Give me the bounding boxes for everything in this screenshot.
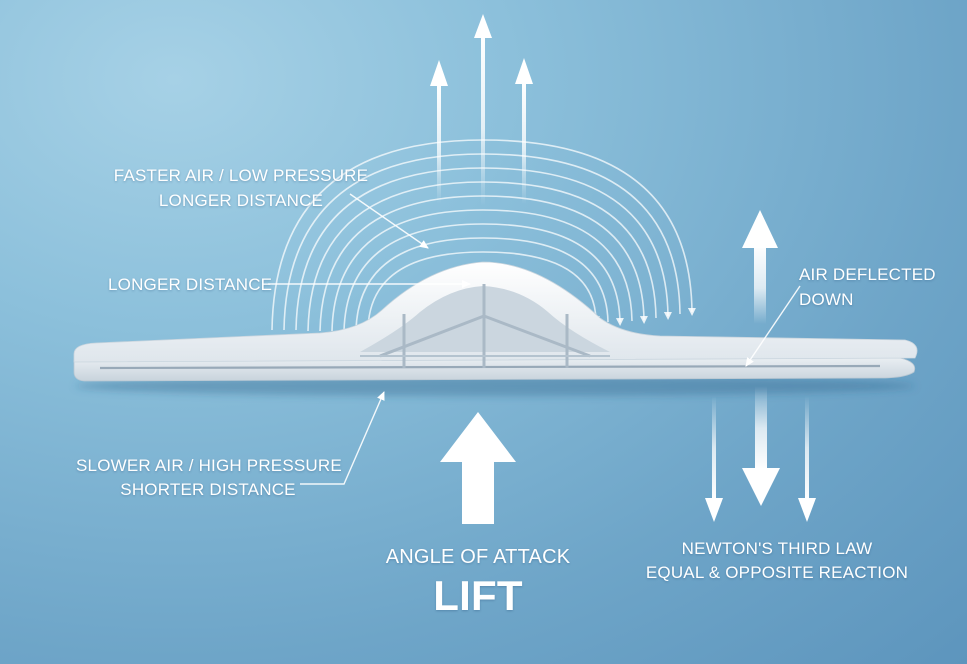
airflow-arcs: [271, 139, 696, 332]
lift-label: LIFT: [433, 572, 523, 619]
air-deflected-line-1: AIR DEFLECTED: [799, 265, 936, 284]
arrow-down-icon: [798, 498, 816, 522]
arrow-up-icon: [430, 60, 448, 86]
slower-air-label: SLOWER AIR / HIGH PRESSURE SHORTER DISTA…: [76, 454, 342, 502]
upward-air-arrows: [430, 14, 533, 206]
reaction-up-shaft: [754, 244, 766, 324]
slower-air-line-2: SHORTER DISTANCE: [120, 480, 296, 499]
wing-truss: [379, 284, 591, 368]
up-arrow-shaft-3: [522, 82, 526, 204]
airflow-arc-4: [307, 181, 657, 332]
faster-air-line-2: LONGER DISTANCE: [158, 191, 324, 210]
airflow-arc-6: [331, 209, 633, 332]
leader-faster-air: [349, 193, 429, 249]
newton-line-2: EQUAL & OPPOSITE REACTION: [645, 563, 909, 582]
air-deflected-label: AIR DEFLECTED DOWN: [799, 262, 949, 312]
downward-air-arrows: [705, 386, 816, 522]
airflow-arc-2: [283, 153, 681, 331]
newton-line-1: NEWTON'S THIRD LAW: [681, 539, 873, 558]
longer-distance-label: LONGER DISTANCE: [108, 274, 273, 296]
leader-air-deflected: [745, 285, 801, 367]
reaction-up-arrow: [742, 210, 778, 324]
leader-lines: [268, 193, 801, 485]
arrow-up-icon: [474, 14, 492, 38]
arrow-down-icon: [742, 468, 780, 506]
arrow-up-icon: [515, 58, 533, 84]
faster-air-line-1: FASTER AIR / LOW PRESSURE: [113, 166, 369, 185]
airflow-arc-5: [319, 195, 648, 332]
airflow-arc-1: [271, 139, 696, 331]
faster-air-label: FASTER AIR / LOW PRESSURE LONGER DISTANC…: [112, 163, 370, 213]
leader-slower-air: [300, 391, 385, 485]
airflow-arc-3: [295, 167, 672, 331]
arrow-down-icon: [705, 498, 723, 522]
airflow-arc-8: [355, 237, 609, 331]
down-arrow-shaft-1: [712, 396, 716, 500]
newton-label: NEWTON'S THIRD LAW EQUAL & OPPOSITE REAC…: [640, 537, 914, 585]
slower-air-line-1: SLOWER AIR / HIGH PRESSURE: [76, 456, 342, 475]
wing-lower-slab: [73, 357, 916, 382]
airflow-arc-7: [343, 223, 624, 332]
up-arrow-shaft-1: [437, 84, 441, 204]
wing: [73, 261, 918, 382]
lift-arrow-icon: [440, 412, 516, 524]
airflow-arc-9: [367, 251, 600, 329]
arrow-up-icon: [742, 210, 778, 248]
longer-distance-text: LONGER DISTANCE: [108, 275, 273, 294]
down-arrow-shaft-2: [755, 386, 767, 470]
down-arrow-shaft-3: [805, 396, 809, 500]
up-arrow-shaft-2: [481, 36, 485, 206]
wing-shadow: [75, 376, 915, 396]
air-deflected-line-2: DOWN: [799, 290, 854, 309]
angle-of-attack-label: ANGLE OF ATTACK: [385, 546, 571, 568]
